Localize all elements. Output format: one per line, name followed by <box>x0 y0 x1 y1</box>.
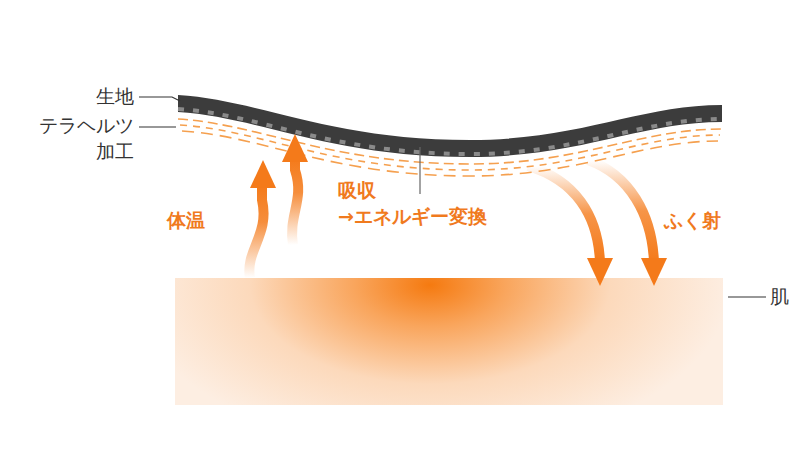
leader-lines <box>139 97 766 297</box>
callout-label: 吸収 →エネルギー変換 <box>338 178 538 229</box>
radiation-arrows <box>528 160 667 286</box>
fabric <box>178 95 722 157</box>
part-name: 生地 <box>54 84 134 110</box>
skin <box>175 278 723 405</box>
heat-arrows <box>249 134 308 278</box>
fabric-texture <box>178 109 722 154</box>
part-name: テラヘルツ 加工 <box>4 113 134 164</box>
part-name: 肌 <box>770 284 796 310</box>
callout-label: ふく射 <box>664 208 764 234</box>
callout-label: 体温 <box>167 208 247 234</box>
